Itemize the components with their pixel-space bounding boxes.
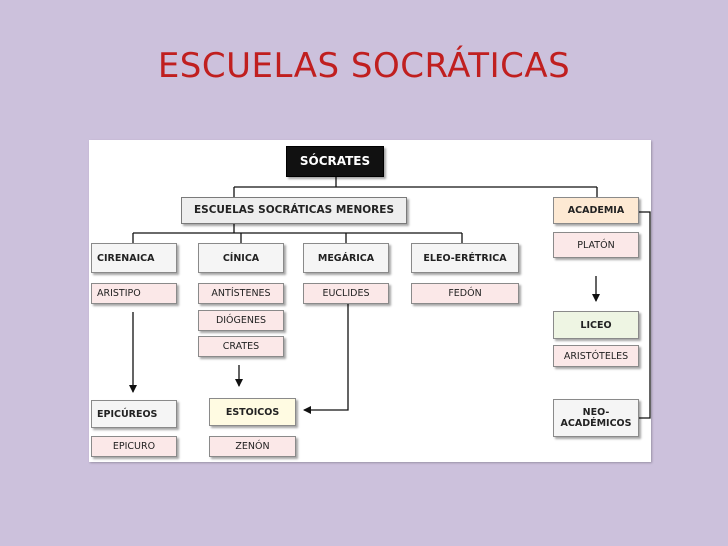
antistenes-box: ANTÍSTENES	[198, 283, 284, 304]
eleo-eretrica-box: ELEO-ERÉTRICA	[411, 243, 519, 273]
arrow-megarica-estoicos	[303, 303, 349, 414]
socrates-box: SÓCRATES	[286, 146, 384, 177]
diogenes-box: DIÓGENES	[198, 310, 284, 331]
aristoteles-box: ARISTÓTELES	[553, 345, 639, 367]
crates-box: CRATES	[198, 336, 284, 357]
cinica-box: CÍNICA	[198, 243, 284, 273]
megarica-box: MEGÁRICA	[303, 243, 389, 273]
neo-academicos-box: NEO-ACADÉMICOS	[553, 399, 639, 437]
euclides-box: EUCLIDES	[303, 283, 389, 304]
connector-academia-neoacademicos	[639, 211, 651, 419]
zenon-box: ZENÓN	[209, 436, 296, 457]
academia-box: ACADEMIA	[553, 197, 639, 224]
liceo-box: LICEO	[553, 311, 639, 339]
fedon-box: FEDÓN	[411, 283, 519, 304]
estoicos-box: ESTOICOS	[209, 398, 296, 426]
epicureos-box: EPICÚREOS	[91, 400, 177, 428]
platon-box: PLATÓN	[553, 232, 639, 258]
escuelas-menores-box: ESCUELAS SOCRÁTICAS MENORES	[181, 197, 407, 224]
aristipo-box: ARISTIPO	[91, 283, 177, 304]
cirenaica-box: CIRENAICA	[91, 243, 177, 273]
epicuro-box: EPICURO	[91, 436, 177, 457]
slide-title: ESCUELAS SOCRÁTICAS	[157, 46, 571, 86]
diagram-panel: SÓCRATES ESCUELAS SOCRÁTICAS MENORES ACA…	[89, 140, 651, 462]
connector-lines	[129, 177, 651, 419]
